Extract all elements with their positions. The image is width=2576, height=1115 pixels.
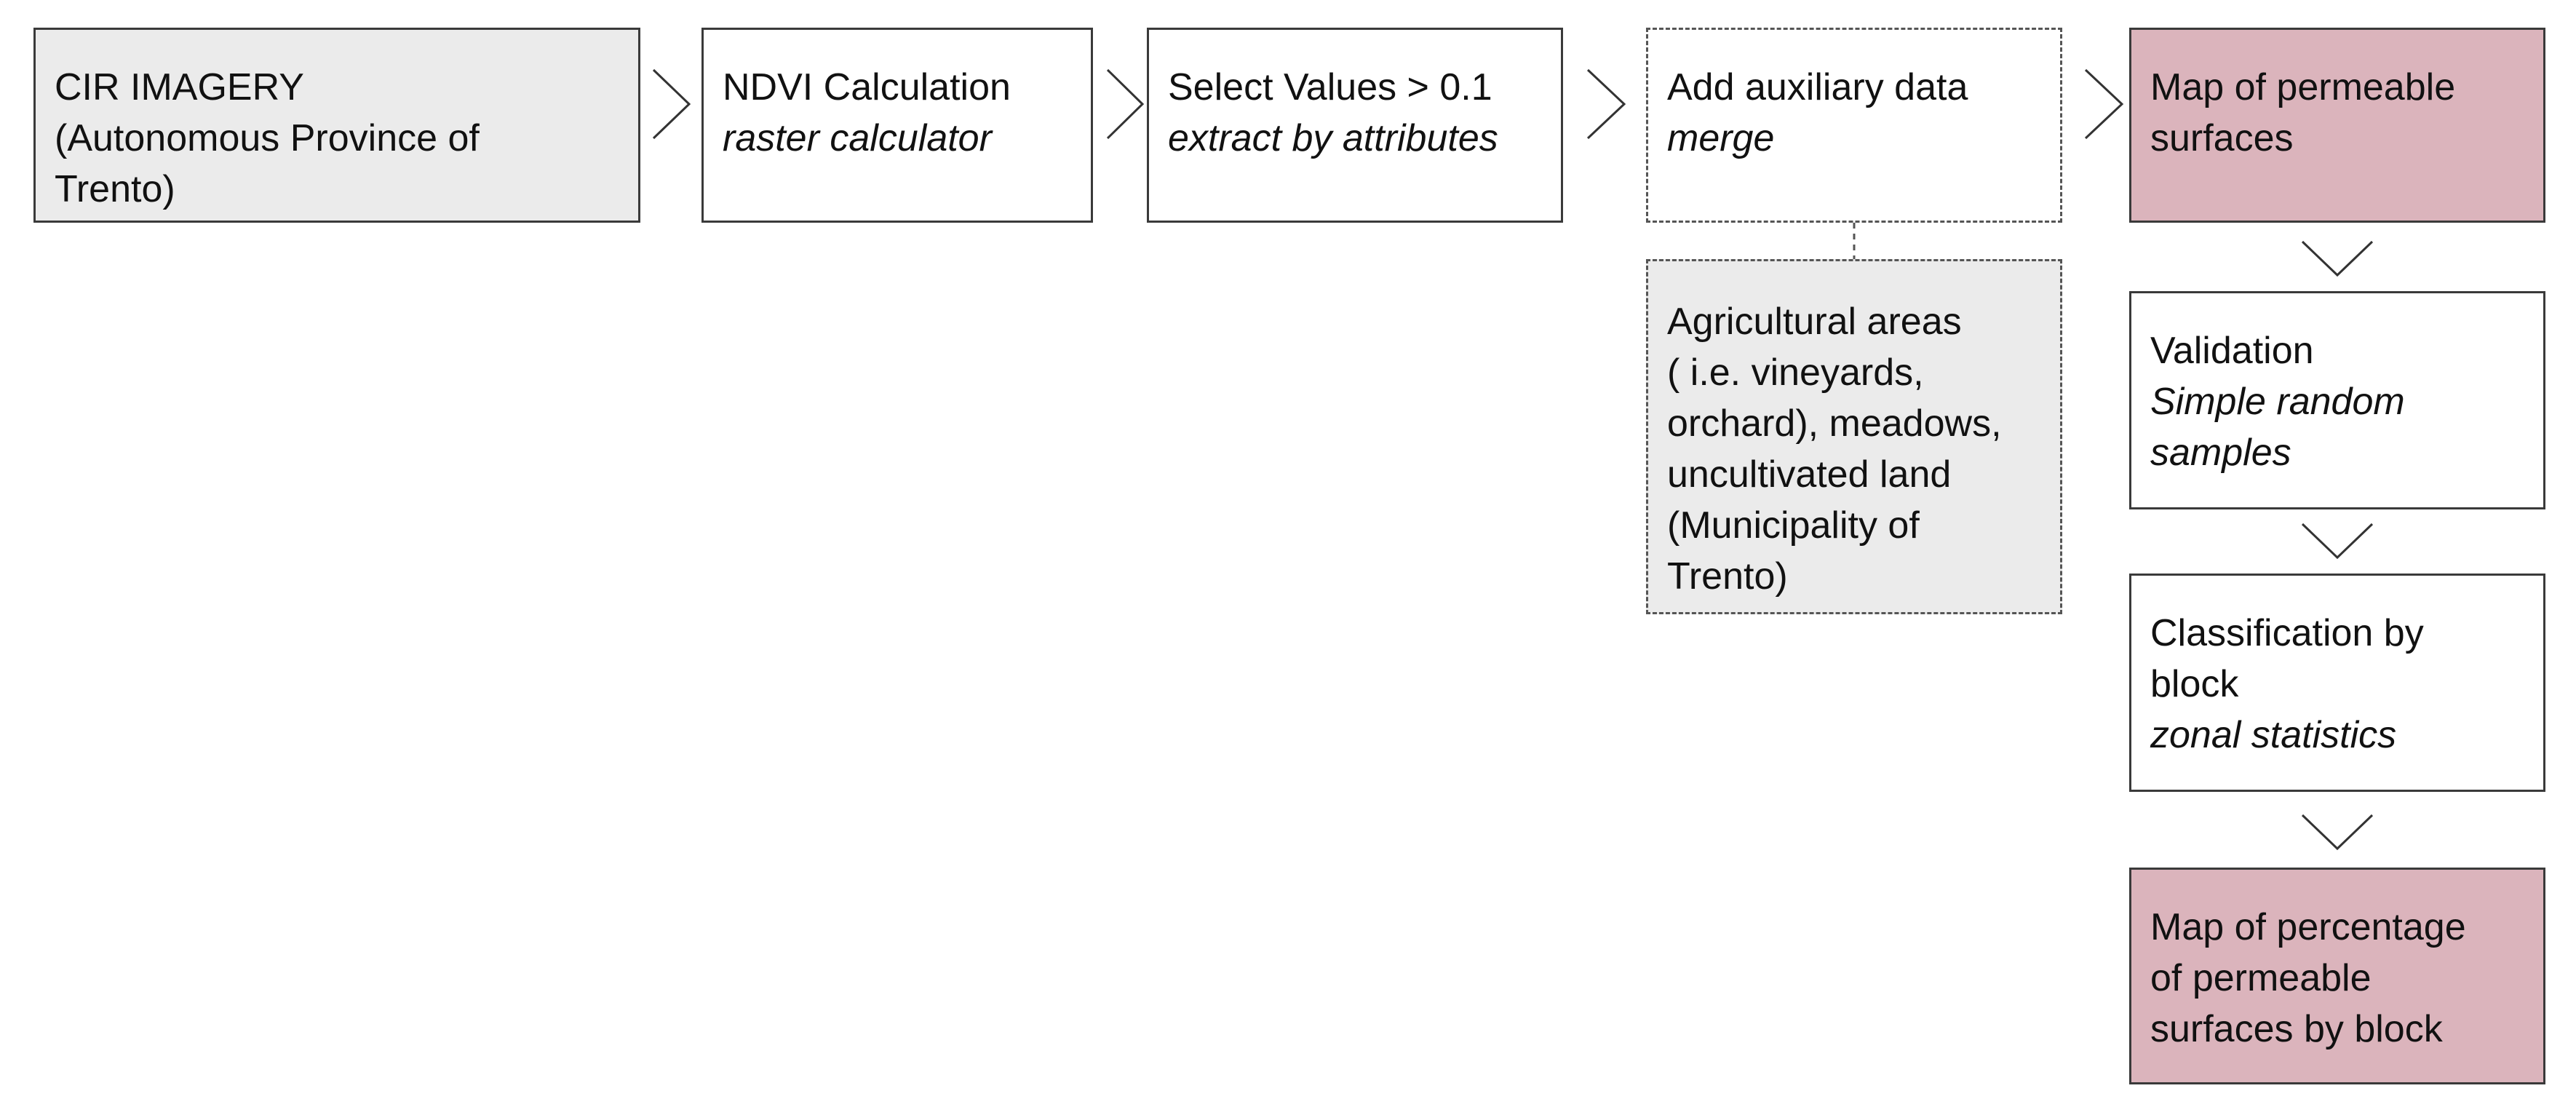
node-classification-title-line-2: block bbox=[2150, 663, 2239, 705]
node-classification-title-line-1: Classification by bbox=[2150, 612, 2424, 654]
arrow-classification-to-percentage bbox=[2301, 814, 2374, 851]
arrow-ndvi-to-select bbox=[1106, 68, 1145, 140]
node-percentage-line-1: Map of percentage bbox=[2150, 906, 2466, 948]
node-select-values-title: Select Values > 0.1 bbox=[1168, 66, 1492, 108]
node-cir-imagery-line-2: (Autonomous Province of bbox=[55, 117, 480, 159]
node-agricultural-line-6: Trento) bbox=[1667, 555, 1788, 598]
node-cir-imagery-line-1: CIR IMAGERY bbox=[55, 66, 304, 108]
node-classification-tool: zonal statistics bbox=[2150, 714, 2397, 756]
node-cir-imagery-line-3: Trento) bbox=[55, 168, 175, 210]
node-permeable-line-2: surfaces bbox=[2150, 117, 2294, 159]
node-validation: Validation Simple random samples bbox=[2129, 291, 2545, 509]
node-ndvi-tool: raster calculator bbox=[723, 117, 992, 159]
arrow-auxiliary-to-permeable bbox=[2084, 68, 2124, 140]
node-classification-by-block: Classification by block zonal statistics bbox=[2129, 574, 2545, 792]
node-ndvi-title: NDVI Calculation bbox=[723, 66, 1011, 108]
arrow-select-to-auxiliary bbox=[1586, 68, 1626, 140]
node-validation-tool-line-2: samples bbox=[2150, 432, 2291, 474]
node-auxiliary-tool: merge bbox=[1667, 117, 1775, 159]
node-agricultural-areas: Agricultural areas ( i.e. vineyards, orc… bbox=[1646, 259, 2062, 614]
node-add-auxiliary-data: Add auxiliary data merge bbox=[1646, 28, 2062, 223]
node-select-values: Select Values > 0.1 extract by attribute… bbox=[1147, 28, 1563, 223]
node-percentage-line-2: of permeable bbox=[2150, 957, 2372, 999]
node-validation-title: Validation bbox=[2150, 330, 2314, 372]
node-agricultural-line-1: Agricultural areas bbox=[1667, 301, 1962, 343]
arrow-cir-to-ndvi bbox=[652, 68, 691, 140]
node-map-permeable-surfaces: Map of permeable surfaces bbox=[2129, 28, 2545, 223]
node-select-values-tool: extract by attributes bbox=[1168, 117, 1498, 159]
arrow-validation-to-classification bbox=[2301, 523, 2374, 560]
node-agricultural-line-5: (Municipality of bbox=[1667, 504, 1920, 547]
node-map-percentage-permeable: Map of percentage of permeable surfaces … bbox=[2129, 868, 2545, 1084]
node-agricultural-line-2: ( i.e. vineyards, bbox=[1667, 352, 1924, 394]
node-cir-imagery: CIR IMAGERY (Autonomous Province of Tren… bbox=[33, 28, 640, 223]
node-percentage-line-3: surfaces by block bbox=[2150, 1008, 2443, 1050]
node-permeable-line-1: Map of permeable bbox=[2150, 66, 2456, 108]
node-ndvi-calculation: NDVI Calculation raster calculator bbox=[701, 28, 1093, 223]
arrow-permeable-to-validation bbox=[2301, 240, 2374, 277]
node-auxiliary-title: Add auxiliary data bbox=[1667, 66, 1968, 108]
node-agricultural-line-3: orchard), meadows, bbox=[1667, 402, 2002, 445]
node-validation-tool-line-1: Simple random bbox=[2150, 381, 2405, 423]
node-agricultural-line-4: uncultivated land bbox=[1667, 453, 1952, 496]
